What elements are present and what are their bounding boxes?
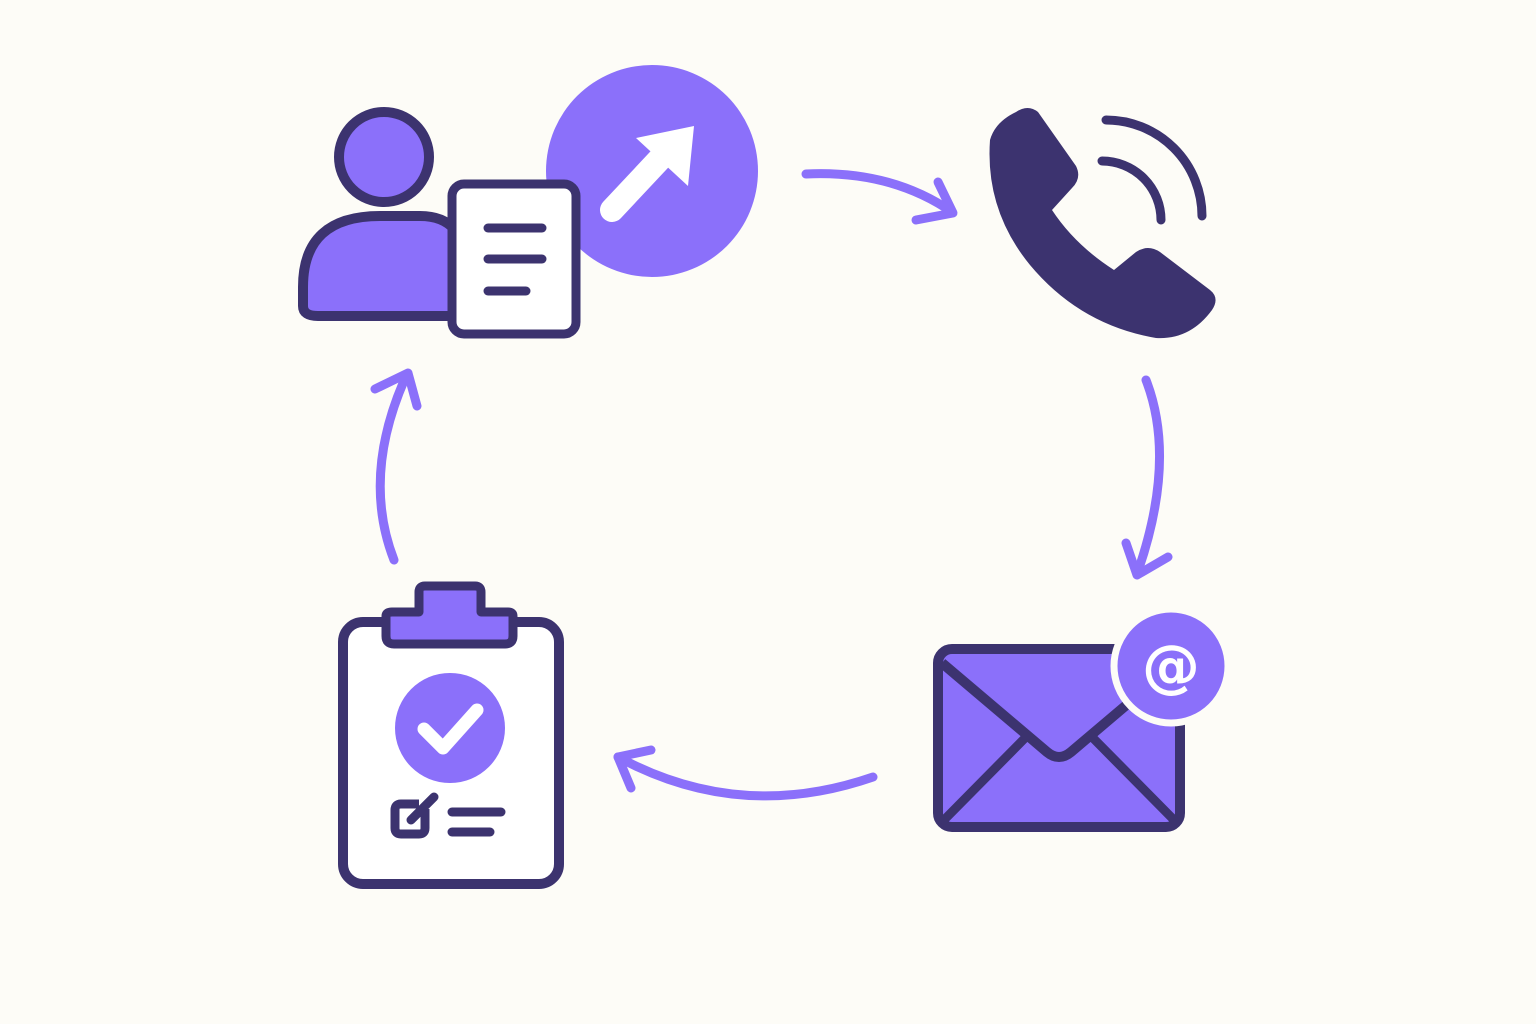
phone-call-node[interactable] xyxy=(989,108,1216,339)
user-icon xyxy=(298,107,471,321)
edge-checklist-to-lead xyxy=(370,368,422,565)
lead-referral-node[interactable] xyxy=(298,65,758,339)
signal-waves-icon xyxy=(1097,115,1207,225)
at-sign-icon: @ xyxy=(1110,605,1232,727)
phone-icon xyxy=(989,108,1216,339)
document-icon xyxy=(447,179,581,339)
checklist-node[interactable] xyxy=(338,581,564,889)
at-sign-label: @ xyxy=(1142,632,1200,700)
checkbox-icon xyxy=(390,792,506,839)
arrow-up-right-icon xyxy=(546,65,758,277)
edge-lead-to-phone xyxy=(801,169,958,225)
edge-email-to-checklist xyxy=(613,745,878,801)
check-circle-icon xyxy=(395,673,505,783)
edge-phone-to-email xyxy=(1121,375,1173,580)
email-node[interactable]: @ xyxy=(933,605,1232,832)
